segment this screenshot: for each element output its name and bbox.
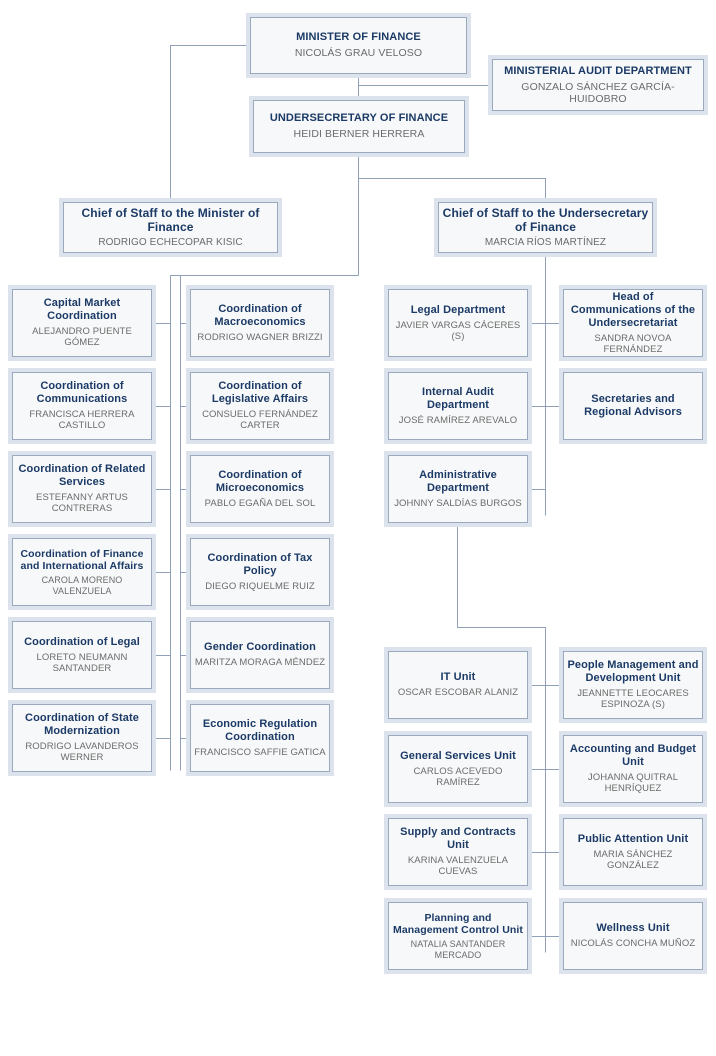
node-title: IT Unit — [440, 671, 476, 684]
node-internal-audit-department[interactable]: Internal Audit Department JOSÉ RAMÍREZ A… — [384, 368, 532, 444]
node-title: Economic Regulation Coordination — [202, 717, 318, 743]
node-title: Coordination of Legal — [24, 635, 140, 648]
node-title: Coordination of Macroeconomics — [214, 302, 306, 328]
node-person: CONSUELO FERNÁNDEZ CARTER — [202, 409, 318, 432]
node-undersecretary-of-finance[interactable]: UNDERSECRETARY OF FINANCE HEIDI BERNER H… — [249, 96, 469, 157]
node-gender-coordination[interactable]: Gender Coordination MARITZA MORAGA MÉNDE… — [186, 617, 334, 693]
node-person: MARCIA RÍOS MARTÍNEZ — [484, 237, 607, 249]
node-person: NICOLÁS CONCHA MUÑOZ — [570, 938, 696, 950]
node-title: Public Attention Unit — [577, 832, 689, 845]
node-person: SANDRA NOVOA FERNÁNDEZ — [594, 332, 672, 355]
node-people-management-and-development-unit[interactable]: People Management and Development Unit J… — [559, 647, 707, 723]
node-person: PABLO EGAÑA DEL SOL — [204, 497, 316, 509]
node-coordination-of-state-modernization[interactable]: Coordination of State Modernization RODR… — [8, 700, 156, 776]
node-title: Supply and Contracts Unit — [400, 826, 516, 852]
node-person: NICOLÁS GRAU VELOSO — [294, 47, 423, 60]
node-person: ESTEFANNY ARTUS CONTRERAS — [36, 492, 128, 515]
node-title: Gender Coordination — [204, 641, 316, 654]
node-ministerial-audit-department[interactable]: MINISTERIAL AUDIT DEPARTMENT GONZALO SÁN… — [488, 55, 708, 115]
node-title: General Services Unit — [400, 749, 516, 762]
node-coordination-of-finance-and-international-affairs[interactable]: Coordination of Finance and Internationa… — [8, 534, 156, 610]
node-person: KARINA VALENZUELA CUEVAS — [407, 855, 509, 878]
node-title: Accounting and Budget Unit — [569, 743, 697, 769]
node-chief-of-staff-minister[interactable]: Chief of Staff to the Minister of Financ… — [59, 198, 282, 257]
node-person: JOHNNY SALDÍAS BURGOS — [394, 497, 522, 509]
node-coordination-of-tax-policy[interactable]: Coordination of Tax Policy DIEGO RIQUELM… — [186, 534, 334, 610]
node-person: JOHANNA QUITRAL HENRÍQUEZ — [587, 772, 679, 795]
node-person: JOSÉ RAMÍREZ AREVALO — [398, 414, 518, 426]
node-capital-market-coordination[interactable]: Capital Market Coordination ALEJANDRO PU… — [8, 285, 156, 361]
node-title: Head of Communications of the Undersecre… — [570, 290, 696, 329]
node-person: CARLOS ACEVEDO RAMÍREZ — [413, 765, 503, 788]
node-title: Legal Department — [410, 303, 506, 316]
node-coordination-of-communications[interactable]: Coordination of Communications FRANCISCA… — [8, 368, 156, 444]
node-accounting-and-budget-unit[interactable]: Accounting and Budget Unit JOHANNA QUITR… — [559, 731, 707, 807]
node-coordination-of-related-services[interactable]: Coordination of Related Services ESTEFAN… — [8, 451, 156, 527]
node-supply-and-contracts-unit[interactable]: Supply and Contracts Unit KARINA VALENZU… — [384, 814, 532, 890]
node-title: Coordination of Related Services — [18, 463, 146, 489]
node-person: FRANCISCA HERRERA CASTILLO — [29, 409, 135, 432]
node-person: JEANNETTE LEOCARES ESPINOZA (S) — [577, 688, 689, 711]
node-economic-regulation-coordination[interactable]: Economic Regulation Coordination FRANCIS… — [186, 700, 334, 776]
node-coordination-of-legislative-affairs[interactable]: Coordination of Legislative Affairs CONS… — [186, 368, 334, 444]
node-person: CAROLA MORENO VALENZUELA — [41, 575, 123, 596]
node-person: MARITZA MORAGA MÉNDEZ — [194, 657, 326, 669]
node-general-services-unit[interactable]: General Services Unit CARLOS ACEVEDO RAM… — [384, 731, 532, 807]
node-person: MARIA SÁNCHEZ GONZÁLEZ — [593, 848, 673, 871]
node-legal-department[interactable]: Legal Department JAVIER VARGAS CÁCERES (… — [384, 285, 532, 361]
node-title: Internal Audit Department — [422, 385, 494, 411]
node-person: OSCAR ESCOBAR ALANIZ — [397, 687, 519, 699]
node-title: Chief of Staff to the Undersecretary of … — [442, 205, 649, 235]
node-title: Secretaries and Regional Advisors — [584, 393, 682, 418]
node-person: RODRIGO ECHECOPAR KISIC — [98, 237, 243, 249]
node-minister-of-finance[interactable]: MINISTER OF FINANCE NICOLÁS GRAU VELOSO — [246, 13, 471, 78]
node-coordination-of-microeconomics[interactable]: Coordination of Microeconomics PABLO EGA… — [186, 451, 334, 527]
node-secretaries-and-regional-advisors[interactable]: Secretaries and Regional Advisors — [559, 368, 707, 444]
node-chief-of-staff-undersecretary[interactable]: Chief of Staff to the Undersecretary of … — [434, 198, 657, 257]
node-title: MINISTER OF FINANCE — [296, 31, 421, 44]
node-person: DIEGO RIQUELME RUIZ — [205, 580, 315, 592]
node-wellness-unit[interactable]: Wellness Unit NICOLÁS CONCHA MUÑOZ — [559, 898, 707, 974]
node-person: RODRIGO WAGNER BRIZZI — [197, 331, 323, 343]
node-person: GONZALO SÁNCHEZ GARCÍA-HUIDOBRO — [521, 80, 675, 105]
node-person: ALEJANDRO PUENTE GÓMEZ — [32, 326, 132, 349]
node-title: Coordination of Legislative Affairs — [211, 380, 309, 406]
node-person: LORETO NEUMANN SANTANDER — [36, 651, 128, 674]
node-administrative-department[interactable]: Administrative Department JOHNNY SALDÍAS… — [384, 451, 532, 527]
node-person: NATALIA SANTANDER MERCADO — [410, 939, 506, 960]
node-title: Coordination of Finance and Internationa… — [20, 547, 144, 572]
node-head-of-communications-undersecretariat[interactable]: Head of Communications of the Undersecre… — [559, 285, 707, 361]
node-title: Planning and Management Control Unit — [392, 911, 524, 936]
node-it-unit[interactable]: IT Unit OSCAR ESCOBAR ALANIZ — [384, 647, 532, 723]
node-title: Coordination of Tax Policy — [207, 551, 313, 577]
node-title: Coordination of Communications — [36, 380, 128, 406]
node-public-attention-unit[interactable]: Public Attention Unit MARIA SÁNCHEZ GONZ… — [559, 814, 707, 890]
node-coordination-of-legal[interactable]: Coordination of Legal LORETO NEUMANN SAN… — [8, 617, 156, 693]
node-person: RODRIGO LAVANDEROS WERNER — [25, 741, 139, 764]
node-planning-and-management-control-unit[interactable]: Planning and Management Control Unit NAT… — [384, 898, 532, 974]
node-title: People Management and Development Unit — [567, 659, 699, 685]
node-person: FRANCISCO SAFFIE GATICA — [194, 746, 326, 758]
node-title: Chief of Staff to the Minister of Financ… — [81, 205, 260, 235]
node-person: HEIDI BERNER HERRERA — [293, 128, 425, 141]
node-title: MINISTERIAL AUDIT DEPARTMENT — [504, 64, 692, 77]
node-title: Administrative Department — [419, 468, 497, 494]
node-title: UNDERSECRETARY OF FINANCE — [269, 112, 449, 125]
node-title: Coordination of State Modernization — [25, 712, 139, 738]
node-person: JAVIER VARGAS CÁCERES (S) — [395, 319, 521, 342]
node-title: Capital Market Coordination — [43, 297, 121, 323]
node-title: Wellness Unit — [596, 922, 670, 935]
node-coordination-of-macroeconomics[interactable]: Coordination of Macroeconomics RODRIGO W… — [186, 285, 334, 361]
node-title: Coordination of Microeconomics — [215, 468, 305, 494]
